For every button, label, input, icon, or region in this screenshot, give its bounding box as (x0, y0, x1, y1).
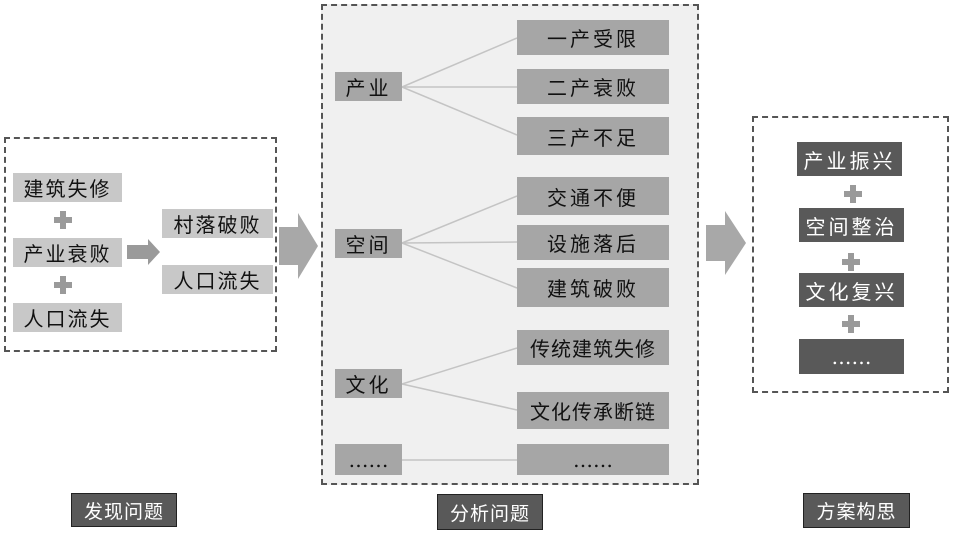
small-arrow-icon (127, 239, 160, 265)
solution-box: 文化复兴 (799, 273, 904, 307)
tree-line (401, 37, 518, 88)
caption-solution-concept: 方案构思 (803, 493, 910, 528)
find-problems-panel (4, 137, 277, 352)
tree-line (401, 241, 518, 244)
solution-box: 空间整治 (799, 208, 904, 242)
issue-box: 文化传承断链 (517, 392, 669, 429)
issue-box: 三产不足 (517, 117, 669, 155)
category-box: 文化 (335, 369, 402, 398)
category-box: …… (335, 444, 402, 475)
tree-line (401, 242, 518, 289)
solution-box: 产业振兴 (797, 142, 902, 176)
solution-panel (752, 116, 949, 393)
solution-box: …… (799, 339, 904, 374)
plus-icon (844, 185, 862, 203)
issue-box: 传统建筑失修 (517, 330, 669, 365)
caption-find-problems: 发现问题 (71, 493, 177, 527)
issue-box: 设施落后 (517, 225, 669, 260)
plus-icon (842, 253, 860, 271)
issue-box: …… (517, 444, 669, 475)
issue-box: 建筑破败 (517, 268, 669, 307)
tree-line (401, 86, 518, 136)
big-arrow-icon (279, 213, 318, 279)
caption-analyze-problems: 分析问题 (437, 494, 543, 530)
category-box: 产业 (335, 72, 402, 101)
cause-box: 人口流失 (13, 303, 122, 332)
plus-icon (54, 211, 72, 229)
cause-box: 建筑失修 (13, 173, 122, 202)
plus-icon (842, 315, 860, 333)
issue-box: 交通不便 (517, 177, 669, 215)
result-box: 人口流失 (162, 265, 273, 294)
cause-box: 产业衰败 (13, 238, 122, 267)
tree-line (401, 347, 518, 385)
plus-icon (54, 276, 72, 294)
issue-box: 二产衰败 (517, 69, 669, 104)
tree-line (401, 383, 518, 411)
big-arrow-icon (706, 211, 746, 275)
category-box: 空间 (335, 229, 402, 258)
issue-box: 一产受限 (517, 20, 669, 55)
result-box: 村落破败 (162, 209, 273, 238)
tree-line (401, 195, 518, 244)
